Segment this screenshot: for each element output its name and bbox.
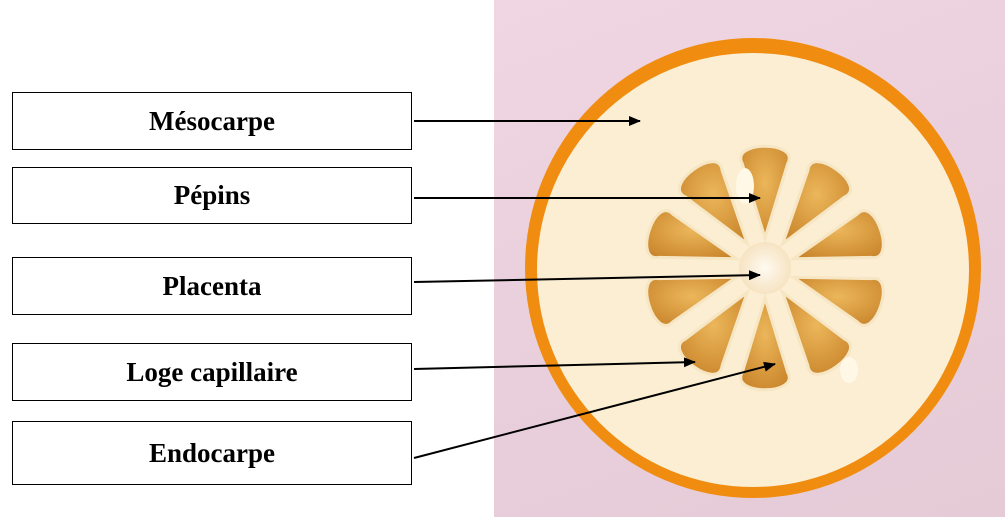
label-text: Mésocarpe <box>149 105 275 136</box>
label-text: Endocarpe <box>148 437 275 468</box>
orange-segment <box>779 288 853 376</box>
orange-segment <box>788 275 885 327</box>
label-text: Pépins <box>173 180 251 210</box>
arrow-placenta <box>413 270 761 283</box>
orange-segment <box>788 209 885 261</box>
orange-segment <box>645 209 742 261</box>
arrow-loge-capillaire <box>413 357 696 370</box>
orange-segment <box>677 160 751 248</box>
label-mesocarpe: Mésocarpe <box>12 92 412 150</box>
label-text: Placenta <box>162 270 262 301</box>
orange-segment <box>779 160 853 248</box>
orange-segment <box>739 144 791 244</box>
orange-segment <box>739 292 791 392</box>
placenta-center <box>739 242 791 294</box>
seed <box>840 357 858 383</box>
orange-segment <box>645 275 742 327</box>
label-text: Loge capillaire <box>126 356 298 387</box>
label-loge-capillaire: Loge capillaire <box>12 343 412 401</box>
orange-cross-section <box>525 38 981 498</box>
label-placenta: Placenta <box>12 257 412 315</box>
label-endocarpe: Endocarpe <box>12 421 412 485</box>
arrow-endocarpe <box>413 361 776 459</box>
orange-segments <box>645 144 885 392</box>
label-pepins: Pépins <box>12 167 412 224</box>
